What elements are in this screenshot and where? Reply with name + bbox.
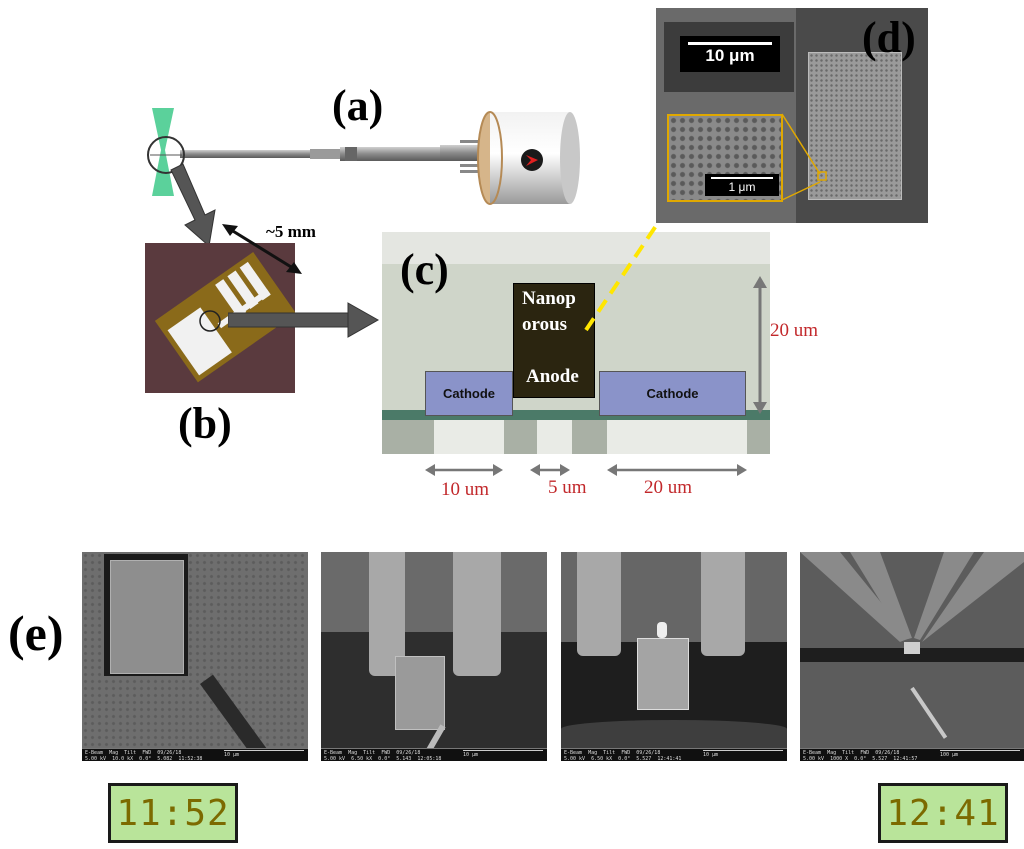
arrow-b-to-c [228,302,380,338]
scale-box-main: 10 μm [680,36,780,72]
cathode-left: Cathode [425,371,513,416]
sem-scale-3: 10 μm [703,750,783,758]
dim-cathode-left-label: 10 um [441,479,490,500]
time-display-start: 11:52 [108,783,238,843]
sem-image-3: E-Beam Mag Tilt FWD 09/26/18 5.00 kV 6.5… [561,552,787,761]
sem-image-1: E-Beam Mag Tilt FWD 09/26/18 5.00 kV 10.… [82,552,308,761]
sem-info-2: E-Beam Mag Tilt FWD 09/26/18 5.00 kV 6.5… [324,750,442,761]
nanoporous-anode: Nanop orous Anode [513,283,595,398]
inset-connector-lines [781,113,827,201]
scale-label-main: 10 μm [705,46,755,65]
panel-label-e: (e) [8,605,64,661]
sem-scale-4: 100 μm [940,750,1020,758]
arrow-a-to-b [170,163,216,247]
panel-label-c: (c) [400,245,449,294]
scale-label-inset: 1 μm [728,180,756,194]
sem-image-2: E-Beam Mag Tilt FWD 09/26/18 5.00 kV 6.5… [321,552,547,761]
anode-line-2: orous [522,314,568,335]
sem-image-4: E-Beam Mag Tilt FWD 09/26/18 5.00 kV 100… [800,552,1024,761]
probe-holder-drawing [147,108,580,205]
dim-cathode-right-label: 20 um [644,477,693,498]
nanoporous-pillar [808,52,902,200]
dim-gap-label: 5 um [548,477,587,498]
cathode-right: Cathode [599,371,746,416]
size-label: ~5 mm [266,222,316,241]
height-dimension-arrow [753,276,767,414]
sem-scale-2: 10 μm [463,750,543,758]
anode-line-1: Nanop [522,288,576,309]
sem-info-1: E-Beam Mag Tilt FWD 09/26/18 5.00 kV 10.… [85,750,203,761]
sem-info-4: E-Beam Mag Tilt FWD 09/26/18 5.00 kV 100… [803,750,918,761]
panel-label-a: (a) [332,81,384,130]
panel-label-d: (d) [862,13,916,62]
dim-height-label: 20 um [770,320,819,341]
time-display-end: 12:41 [878,783,1008,843]
panel-label-b: (b) [178,399,232,448]
sem-info-3: E-Beam Mag Tilt FWD 09/26/18 5.00 kV 6.5… [564,750,682,761]
sem-scale-1: 10 μm [224,750,304,758]
scale-arrow-5mm [222,224,302,274]
inset-zoom: 1 μm [667,114,783,202]
width-dimension-arrows [425,464,747,476]
anode-line-3: Anode [526,366,579,387]
